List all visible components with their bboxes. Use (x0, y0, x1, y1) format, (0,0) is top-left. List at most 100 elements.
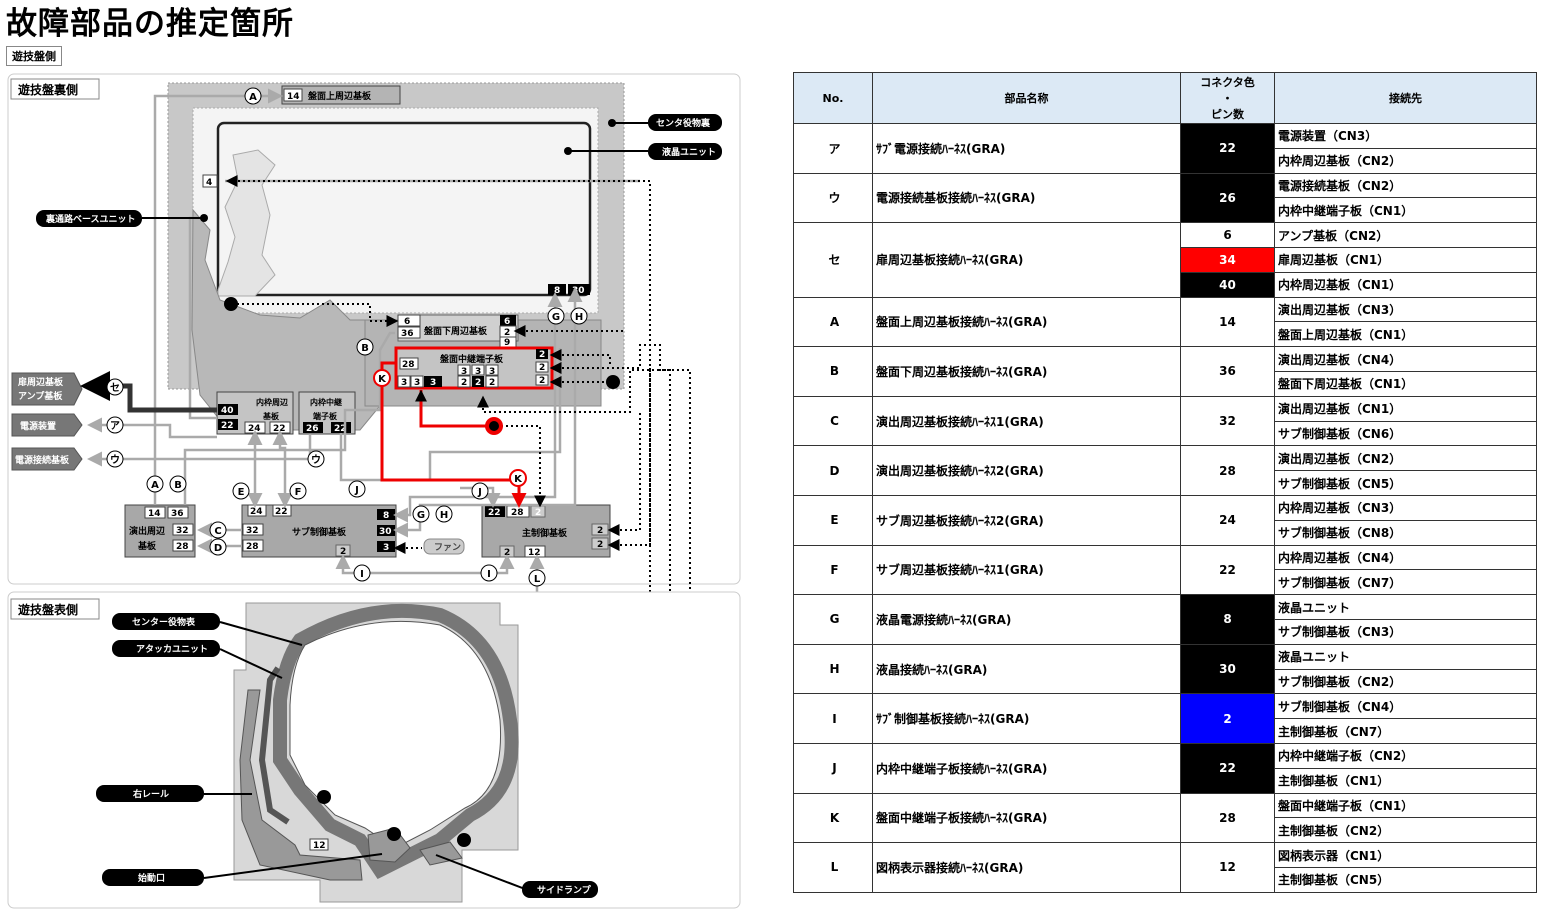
table-row: サブ制御基板（CN2） (794, 668, 1537, 695)
letter-text: A (249, 92, 257, 103)
board-main-label: 主制御基板 (522, 527, 568, 539)
header-name: 部品名称 (872, 72, 1181, 124)
cell-pins: 22 (1180, 742, 1275, 794)
cell-dest: 電源接続基板（CN2） (1274, 172, 1537, 199)
callout-label: 液晶ユニット (662, 146, 716, 158)
pin-label: 2 (539, 350, 545, 360)
callout-side-lamp: サイドランプ (435, 854, 598, 898)
header-pins-line: コネクタ色 (1200, 76, 1255, 89)
left-box-label: 扉周辺基板 (17, 376, 64, 388)
letter-marker-l: L (528, 569, 546, 587)
letter-marker-b: B (356, 338, 374, 356)
pin-label: 2 (475, 378, 481, 388)
pin-label: 22 (273, 424, 286, 434)
pin-label: 12 (528, 548, 541, 558)
callout-label: センタ役物裏 (656, 117, 711, 129)
pin-label: 3 (430, 378, 436, 388)
pin-label: 24 (248, 424, 261, 434)
pin-label: 2 (504, 548, 510, 558)
letter-text: J (354, 485, 359, 496)
cell-no: E (793, 494, 873, 546)
letter-text: E (238, 487, 245, 498)
pin-label: 2 (539, 363, 545, 373)
letter-text: ウ (311, 454, 321, 466)
cell-dest: 液晶ユニット (1274, 594, 1537, 620)
letter-text: I (487, 569, 491, 580)
callout-label: センター役物表 (132, 616, 196, 628)
letter-text: ア (110, 420, 120, 432)
cell-dest: 液晶ユニット (1274, 643, 1537, 670)
board-relay-label: 盤面中継端子板 (439, 353, 504, 365)
callout-ura-base: 裏通路ベースユニット (36, 210, 204, 227)
callout-label: アタッカユニット (136, 643, 208, 655)
letter-text: G (417, 510, 425, 521)
cell-name: 内枠中継端子板接続ﾊｰﾈｽ(GRA) (872, 742, 1181, 794)
board-sub-label: サブ制御基板 (292, 526, 347, 538)
letter-text: H (440, 510, 448, 521)
letter-text: I (360, 569, 364, 580)
letter-marker-u2: ウ (307, 450, 325, 468)
parts-table: No. 部品名称 コネクタ色 ・ ピン数 接続先 アｻﾌﾞ電源接続ﾊｰﾈｽ(GR… (793, 72, 1537, 893)
cell-name: ｻﾌﾞ制御基板接続ﾊｰﾈｽ(GRA) (872, 693, 1181, 744)
callout-start-port: 始動口 (102, 853, 383, 886)
table-row: 内枠中継端子板（CN1） (794, 197, 1537, 224)
header-pins: コネクタ色 ・ ピン数 (1180, 72, 1275, 124)
cell-name: 演出周辺基板接続ﾊｰﾈｽ2(GRA) (872, 445, 1181, 496)
cell-name: 図柄表示器接続ﾊｰﾈｽ(GRA) (872, 842, 1181, 893)
pin-label: 8 (383, 511, 389, 521)
cell-pins: 6 (1180, 222, 1275, 248)
board-sub-control (241, 504, 397, 558)
cell-pins: 24 (1180, 494, 1275, 546)
pin-label: 36 (401, 329, 414, 339)
cell-dest: 内枠周辺基板（CN1） (1274, 271, 1537, 298)
cell-pins: 2 (1180, 693, 1275, 744)
pin-label: 3 (401, 378, 407, 388)
cell-dest: 扉周辺基板（CN1） (1274, 246, 1537, 273)
header-no: No. (793, 72, 873, 124)
cell-no: B (793, 346, 873, 397)
cell-dest: 盤面下周辺基板（CN1） (1274, 370, 1537, 397)
cell-no: H (793, 643, 873, 695)
pin-label: 22 (221, 421, 234, 431)
cell-name: 液晶接続ﾊｰﾈｽ(GRA) (872, 643, 1181, 695)
cell-name: 盤面中継端子板接続ﾊｰﾈｽ(GRA) (872, 792, 1181, 844)
letter-text: C (214, 526, 221, 537)
table-row: 主制御基板（CN7） (794, 718, 1537, 744)
cell-name: 演出周辺基板接続ﾊｰﾈｽ1(GRA) (872, 395, 1181, 447)
callout-label: 始動口 (138, 872, 165, 884)
table-row: 盤面下周辺基板（CN1） (794, 370, 1537, 397)
left-box-label: 電源装置 (20, 420, 56, 432)
letter-marker-b2: B (169, 475, 187, 493)
front-panel-label: 遊技盤表側 (18, 602, 78, 617)
cell-no: G (793, 594, 873, 645)
cell-dest: 図柄表示器（CN1） (1274, 842, 1537, 868)
pin-label: 2 (489, 378, 495, 388)
table-row: サブ制御基板（CN7） (794, 569, 1537, 596)
letter-text: J (477, 487, 482, 498)
table-row: サブ制御基板（CN3） (794, 618, 1537, 645)
cell-no: F (793, 544, 873, 596)
back-panel-label: 遊技盤裏側 (18, 82, 78, 97)
cell-dest: 演出周辺基板（CN3） (1274, 296, 1537, 323)
cell-pins: 8 (1180, 594, 1275, 645)
letter-marker-e: E (232, 482, 250, 500)
pin-label: 3 (414, 378, 420, 388)
letter-text: ウ (110, 454, 120, 466)
cell-dest: サブ制御基板（CN3） (1274, 618, 1537, 645)
pin-label: 2 (535, 508, 541, 518)
left-box-door-amp: 扉周辺基板 アンプ基板 (11, 372, 83, 406)
cell-no: ウ (793, 172, 873, 224)
left-box-power: 電源装置 (11, 413, 83, 437)
cell-dest: アンプ基板（CN2） (1274, 222, 1537, 248)
table-row: サブ制御基板（CN8） (794, 519, 1537, 546)
pin-label: 2 (340, 547, 346, 557)
cell-dest: 主制御基板（CN7） (1274, 718, 1537, 744)
board-effect-label: 演出周辺 (129, 525, 165, 537)
table-row: 主制御基板（CN1） (794, 767, 1537, 794)
fan-label: ファン (434, 542, 461, 553)
table-header-row: No. 部品名称 コネクタ色 ・ ピン数 接続先 (793, 72, 1537, 124)
